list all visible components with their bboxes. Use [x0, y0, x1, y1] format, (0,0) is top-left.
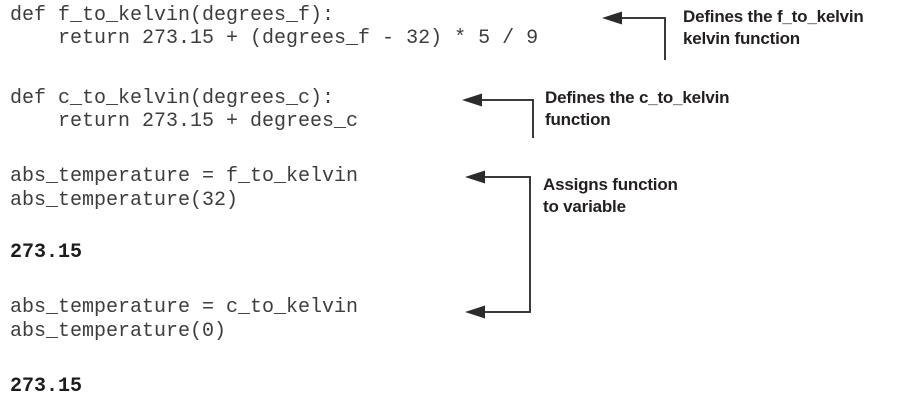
arrow-left-icon [465, 305, 485, 319]
annotation-1-connector [602, 11, 666, 60]
annotation-2-connector [462, 93, 534, 138]
code-line-call-0: abs_temperature(0) [10, 320, 227, 343]
output-value-1: 273.15 [10, 241, 83, 264]
annotation-3-connector [465, 170, 531, 319]
code-line-def-c-to-kelvin: def c_to_kelvin(degrees_c): [10, 87, 335, 110]
annotation-line: Defines the c_to_kelvin [545, 88, 730, 107]
code-line-return-c: return 273.15 + degrees_c [10, 110, 359, 133]
annotation-defines-f-to-kelvin: Defines the f_to_kelvin kelvin function [683, 6, 864, 50]
arrow-left-icon [602, 11, 622, 25]
annotation-assigns-function: Assigns function to variable [543, 174, 678, 218]
arrow-left-icon [465, 170, 485, 184]
annotation-line: kelvin function [683, 29, 800, 48]
annotation-line: to variable [543, 197, 626, 216]
arrow-left-icon [462, 93, 482, 107]
annotation-defines-c-to-kelvin: Defines the c_to_kelvin function [545, 87, 730, 131]
code-line-assign-c: abs_temperature = c_to_kelvin [10, 296, 359, 319]
code-line-return-f: return 273.15 + (degrees_f - 32) * 5 / 9 [10, 27, 539, 50]
annotation-line: Assigns function [543, 175, 678, 194]
code-line-call-32: abs_temperature(32) [10, 189, 239, 212]
code-line-assign-f: abs_temperature = f_to_kelvin [10, 165, 359, 188]
code-line-def-f-to-kelvin: def f_to_kelvin(degrees_f): [10, 4, 335, 27]
output-value-2: 273.15 [10, 375, 83, 398]
annotation-line: function [545, 110, 611, 129]
annotation-line: Defines the f_to_kelvin [683, 7, 864, 26]
